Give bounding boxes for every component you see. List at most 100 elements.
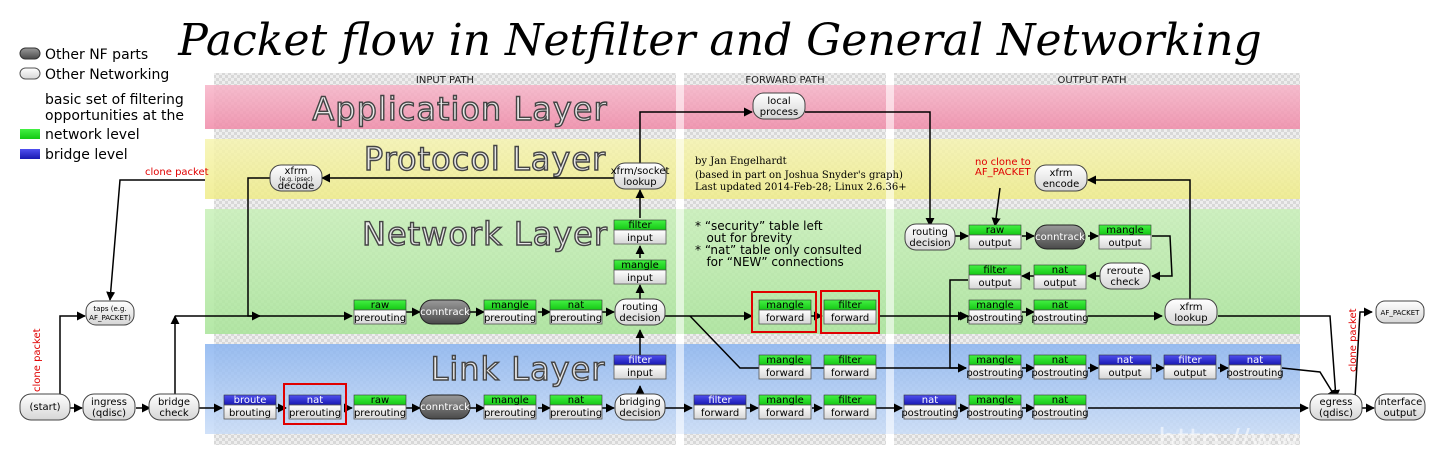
chain-mangle-output: mangle output [1098, 224, 1152, 250]
chain-raw-prerouting-net: raw prerouting [353, 299, 407, 325]
credit-line-2: (based in part on Joshua Snyder's graph) [695, 170, 903, 181]
taps-node-line2: AF_PACKET) [89, 314, 131, 322]
routing-decision-input-node-line2: decision [619, 313, 660, 324]
chain-mangle-input-net-hook: input [627, 273, 653, 284]
xfrm-lookup-node-line2: lookup [1174, 313, 1207, 324]
chain-filter-forward-link-table: filter [838, 355, 862, 366]
chain-filter-input-br-table: filter [628, 355, 652, 366]
chain-filter-output: filter output [968, 264, 1022, 290]
taps-node-line1: taps (e.g. [93, 305, 126, 313]
chain-filter-forward-l2-table: filter [838, 395, 862, 406]
forward-path-title: FORWARD PATH [745, 75, 824, 86]
chain-raw-output-hook: output [979, 238, 1012, 249]
xfrm-decode-node-line3: decode [278, 181, 315, 192]
legend-green-swatch-icon [20, 129, 40, 139]
af-packet-node: AF_PACKET [1375, 300, 1425, 324]
chain-nat-prerouting-link-table: nat [568, 395, 584, 406]
notes-block: * “security” table left out for brevity … [695, 219, 862, 269]
legend-green-label: network level [45, 127, 140, 143]
chain-mangle-postrouting-l2-table: mangle [976, 395, 1014, 406]
watermark-text: http://www.ofe.cn/ [1158, 423, 1434, 458]
chain-mangle-forward-net-hook: forward [766, 313, 804, 324]
chain-filter-output-hook: output [979, 278, 1012, 289]
bridge-check-node-line2: check [159, 408, 188, 419]
link-layer-title: Link Layer [431, 350, 606, 388]
chain-filter-forward-net-hook: forward [831, 313, 869, 324]
clone-packet-vertical-left: clone packet [32, 328, 43, 392]
routing-decision-input-node-line1: routing [622, 302, 658, 313]
chain-filter-input-net-table: filter [628, 220, 652, 231]
input-path-title: INPUT PATH [416, 75, 474, 86]
chain-raw-prerouting-net-table: raw [371, 300, 389, 311]
no-clone-label-1: no clone to [975, 157, 1031, 168]
chain-mangle-forward-link-table: mangle [766, 355, 804, 366]
conntrack-output-node-label: conntrack [1035, 232, 1085, 243]
ingress-qdisc-node: ingress(qdisc) [82, 393, 136, 421]
note-line-3: * “nat” table only consulted [695, 243, 862, 257]
xfrm-socket-lookup-node-line1: xfrm/socket [611, 166, 670, 177]
xfrm-socket-lookup-node-line2: lookup [623, 177, 656, 188]
legend-blue-label: bridge level [45, 147, 128, 163]
chain-nat-output-net-hook: output [1044, 278, 1077, 289]
bridge-check-node-line1: bridge [158, 397, 190, 408]
chain-nat-prerouting-br-table: nat [307, 395, 323, 406]
reroute-check-node-line2: check [1110, 277, 1139, 288]
highlight-nat-prerouting [283, 383, 347, 425]
chain-nat-prerouting-br: nat prerouting [288, 394, 342, 420]
chain-nat-prerouting-link-hook: prerouting [550, 408, 602, 419]
chain-raw-prerouting-net-hook: prerouting [354, 313, 406, 324]
start-node: (start) [19, 393, 71, 421]
highlight-frames [283, 290, 880, 425]
conntrack-output-node: conntrack [1034, 224, 1086, 250]
chain-nat-postrouting-br-hook: postrouting [1226, 368, 1283, 379]
interface-output-node-line2: output [1384, 408, 1417, 419]
clone-packet-vertical-right: clone packet [1348, 308, 1359, 372]
chain-nat-prerouting-br-hook: prerouting [289, 408, 341, 419]
conntrack-network-node-label: conntrack [420, 307, 470, 318]
chain-nat-output-br-table: nat [1117, 355, 1133, 366]
chain-mangle-output-hook: output [1109, 238, 1142, 249]
local-process-node-line1: local [767, 96, 790, 107]
bridging-decision-node-line2: decision [619, 408, 660, 419]
chain-nat-postrouting-br-table: nat [1247, 355, 1263, 366]
chain-nat-prerouting-net-table: nat [568, 300, 584, 311]
chain-filter-output-br-table: filter [1178, 355, 1202, 366]
egress-qdisc-node-line1: egress [1320, 397, 1353, 408]
chain-mangle-forward-l2-hook: forward [766, 408, 804, 419]
chain-raw-prerouting-link-table: raw [371, 395, 389, 406]
routing-decision-output-node-line2: decision [909, 238, 950, 249]
chain-broute-brouting-table: broute [234, 395, 267, 406]
chain-nat-output-br-hook: output [1109, 368, 1142, 379]
chain-nat-postrouting-link-table: nat [1052, 355, 1068, 366]
xfrm-lookup-node-line1: xfrm [1179, 302, 1202, 313]
chain-filter-forward-br-hook: forward [701, 408, 739, 419]
chain-filter-output-table: filter [983, 265, 1007, 276]
chain-mangle-output-table: mangle [1106, 225, 1144, 236]
chain-filter-input-net: filter input [613, 219, 667, 245]
chain-nat-postrouting-link: nat postrouting [1031, 354, 1089, 380]
legend-nf-swatch-icon [19, 47, 41, 60]
chain-nat-postrouting-link-hook: postrouting [1031, 368, 1088, 379]
ingress-qdisc-node-line2: (qdisc) [92, 408, 126, 419]
clone-packet-label: clone packet [145, 167, 209, 178]
chain-filter-input-net-hook: input [627, 233, 653, 244]
highlight-filter-forward [820, 290, 880, 334]
taps-node: taps (e.g.AF_PACKET) [85, 300, 135, 326]
highlight-mangle-forward [751, 291, 817, 333]
conntrack-link-node-label: conntrack [420, 402, 470, 413]
